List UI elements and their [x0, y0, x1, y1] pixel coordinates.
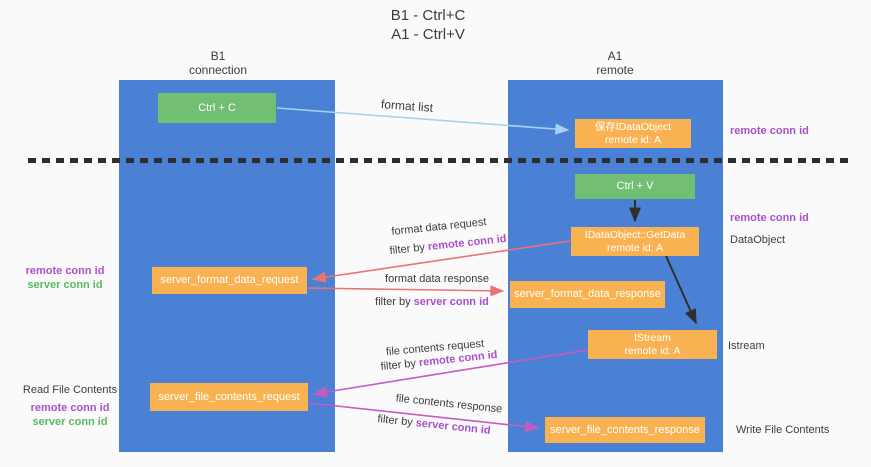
- lane-b1-name: B1: [210, 49, 226, 63]
- label-write-file-contents: Write File Contents: [736, 424, 830, 436]
- node-save-dataobject: 保存IDataObject remote id: A: [575, 119, 691, 148]
- node-getdata: IDataObject::GetData remote id: A: [571, 227, 699, 256]
- label-read-file-block: Read File Contents remote conn id server…: [20, 383, 120, 429]
- node-getdata-line2: remote id: A: [606, 241, 664, 254]
- node-istream: IStream remote id: A: [588, 330, 717, 359]
- node-ctrl-v: Ctrl + V: [575, 174, 695, 199]
- annotation-format-data-response: format data response: [385, 273, 489, 285]
- node-ctrl-c: Ctrl + C: [158, 93, 276, 123]
- remote-conn-id-text: remote conn id: [427, 232, 507, 254]
- node-save-dataobject-line1: 保存IDataObject: [594, 120, 672, 133]
- label-istream: Istream: [728, 340, 765, 352]
- node-istream-line1: IStream: [634, 331, 671, 344]
- label-dataobject: DataObject: [730, 234, 786, 246]
- filter-by-text: filter by: [376, 413, 417, 430]
- node-ctrl-v-label: Ctrl + V: [616, 180, 654, 192]
- label-left-conn-ids: remote conn id server conn id: [15, 264, 115, 292]
- server-conn-id-text: server conn id: [415, 417, 492, 437]
- node-server-format-data-response-label: server_format_data_response: [514, 288, 661, 300]
- filter-by-text: filter by: [380, 357, 420, 374]
- annotation-filter-server-2: filter by server conn id: [364, 412, 504, 439]
- node-save-dataobject-line2: remote id: A: [604, 133, 662, 146]
- node-server-format-data-request: server_format_data_request: [152, 267, 307, 294]
- filter-by-text: filter by: [389, 241, 429, 258]
- node-server-file-contents-request-label: server_file_contents_request: [158, 390, 300, 403]
- node-server-format-data-request-label: server_format_data_request: [160, 274, 299, 286]
- filter-by-text: filter by: [375, 296, 414, 308]
- label-left-remote-conn-id: remote conn id: [25, 265, 105, 277]
- label-read-file-contents: Read File Contents: [22, 384, 118, 396]
- node-server-file-contents-response: server_file_contents_response: [545, 417, 705, 443]
- arrow-format-data-response: [307, 285, 505, 297]
- label-left-server-conn-id: server conn id: [27, 279, 103, 291]
- lane-a1-role: remote: [596, 63, 634, 77]
- diagram-title: B1 - Ctrl+C A1 - Ctrl+V: [318, 6, 538, 44]
- node-istream-line2: remote id: A: [624, 344, 681, 357]
- annotation-file-contents-response: file contents response: [395, 392, 503, 416]
- node-server-format-data-response: server_format_data_response: [510, 281, 665, 308]
- annotation-filter-server-1: filter by server conn id: [362, 296, 502, 308]
- node-getdata-line1: IDataObject::GetData: [584, 228, 686, 241]
- lane-b1-role: connection: [188, 63, 248, 77]
- annotation-format-list: format list: [380, 97, 434, 115]
- title-line-2: A1 - Ctrl+V: [391, 26, 465, 43]
- label-remote-conn-id-mid: remote conn id: [730, 212, 809, 224]
- node-ctrl-c-label: Ctrl + C: [198, 101, 236, 114]
- lane-a1-name: A1: [607, 49, 623, 63]
- lane-header-b1: B1 connection: [158, 49, 278, 77]
- dashed-divider: [28, 158, 850, 163]
- label-read-remote-conn-id: remote conn id: [30, 402, 110, 414]
- label-read-server-conn-id: server conn id: [32, 416, 108, 428]
- node-server-file-contents-request: server_file_contents_request: [150, 383, 308, 411]
- title-line-1: B1 - Ctrl+C: [390, 7, 466, 24]
- server-conn-id-text: server conn id: [413, 296, 489, 308]
- label-remote-conn-id-top: remote conn id: [730, 125, 809, 137]
- node-server-file-contents-response-label: server_file_contents_response: [550, 423, 700, 436]
- lane-header-a1: A1 remote: [555, 49, 675, 77]
